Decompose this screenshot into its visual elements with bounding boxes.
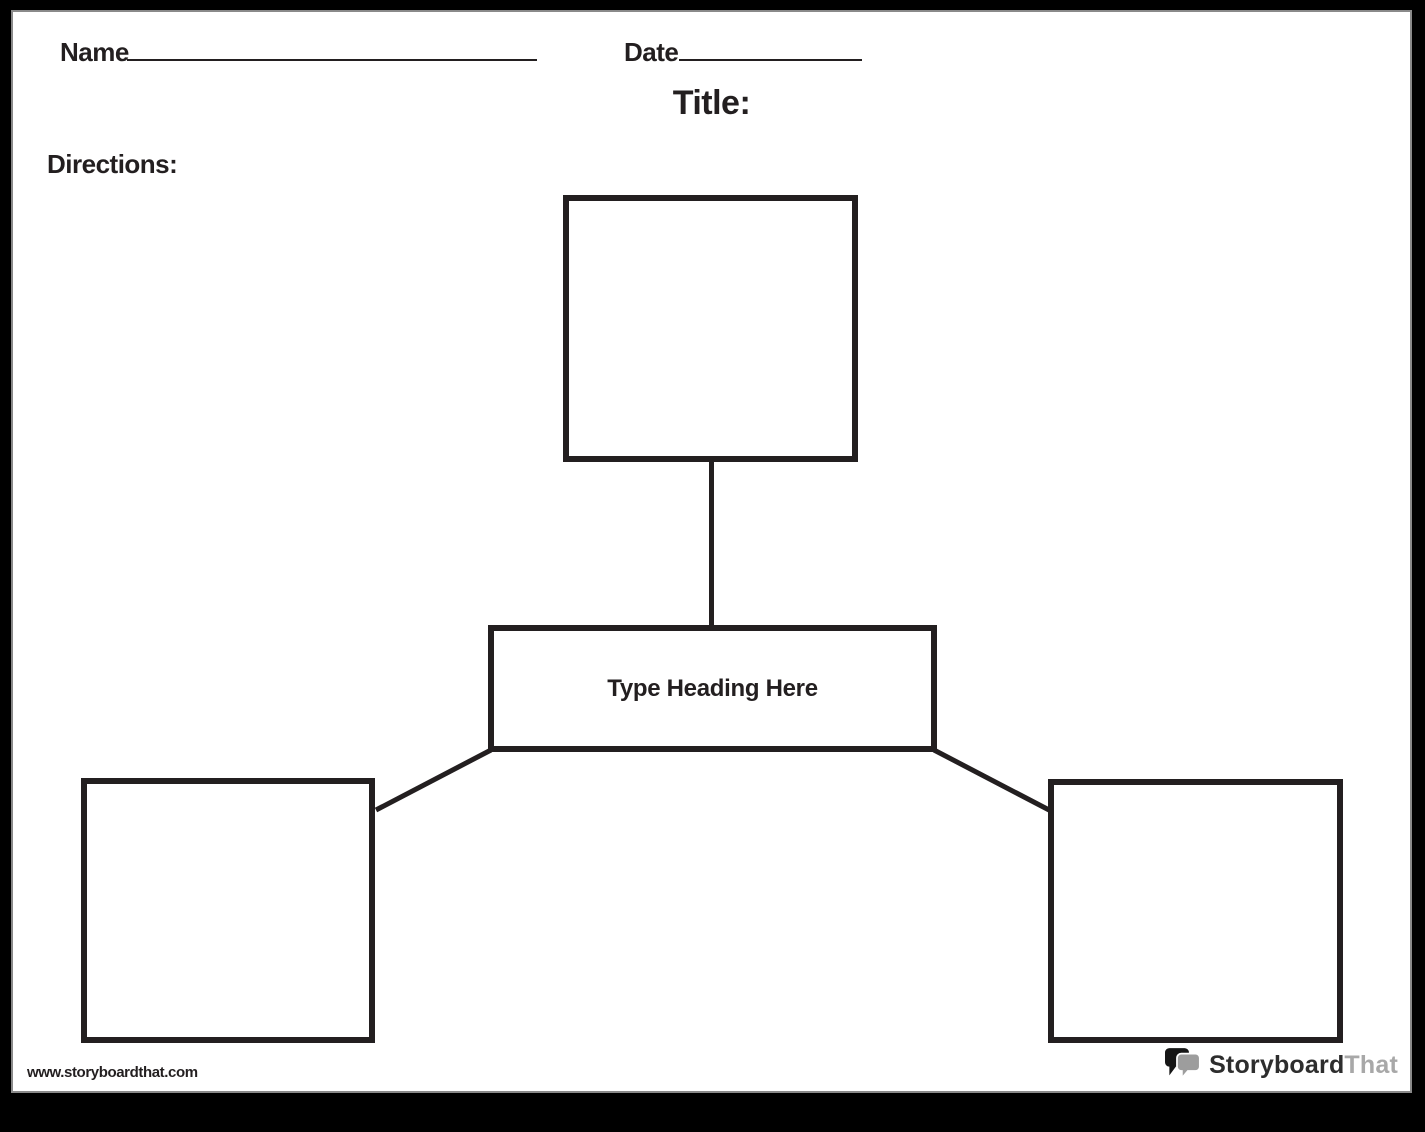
worksheet-page: Name Date Title: Directions: Type Headin…	[11, 10, 1412, 1093]
bottom-left-cell-box[interactable]	[81, 778, 375, 1043]
connector-bottom-left	[374, 747, 493, 813]
heading-box[interactable]: Type Heading Here	[488, 625, 937, 752]
heading-placeholder-text: Type Heading Here	[607, 674, 818, 702]
bottom-right-cell-box[interactable]	[1048, 779, 1343, 1043]
date-label: Date	[624, 37, 679, 67]
storyboardthat-logo: StoryboardThat	[1165, 1048, 1398, 1082]
speech-bubbles-icon	[1165, 1048, 1201, 1081]
footer-url: www.storyboardthat.com	[27, 1064, 198, 1081]
directions-label: Directions:	[47, 149, 178, 179]
name-write-line[interactable]	[127, 59, 537, 61]
title-label: Title:	[672, 84, 751, 122]
logo-text-secondary: That	[1344, 1050, 1398, 1079]
top-cell-box[interactable]	[563, 195, 858, 462]
logo-wordmark: StoryboardThat	[1209, 1051, 1398, 1080]
connector-bottom-right	[932, 747, 1053, 814]
date-write-line[interactable]	[679, 59, 862, 61]
name-label: Name	[60, 37, 129, 67]
logo-text-primary: Storyboard	[1209, 1050, 1345, 1079]
